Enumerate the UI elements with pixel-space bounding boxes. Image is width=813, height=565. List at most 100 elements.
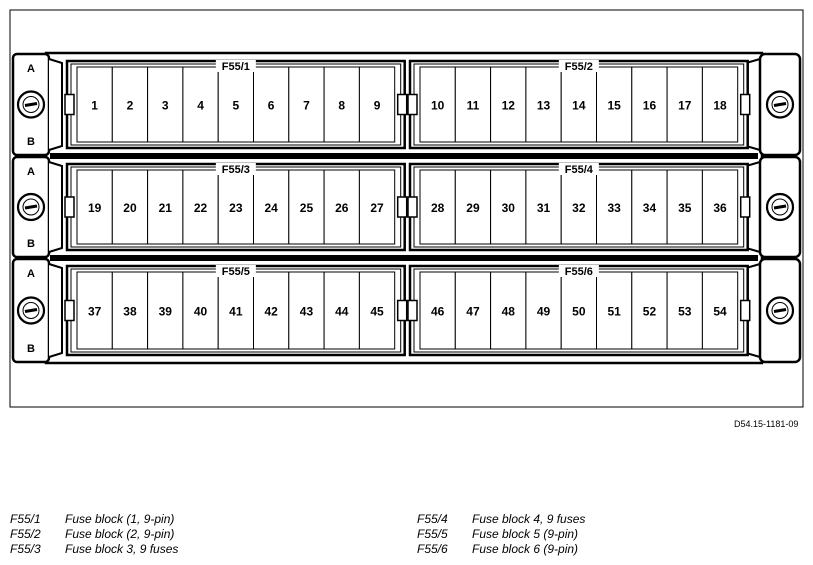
fuse	[666, 66, 703, 143]
fuse-cell: 47	[454, 271, 492, 350]
fuse-cell: 18	[701, 66, 739, 143]
fuse	[217, 66, 254, 143]
fuse-number: 32	[572, 201, 586, 215]
label-backdrop	[215, 163, 256, 175]
fuse-cell: 8	[323, 66, 360, 143]
fuse-number: 3	[162, 99, 169, 113]
fuse-cell: 35	[666, 169, 703, 245]
fuse-cell: 12	[490, 66, 527, 143]
fuse-cell: 22	[182, 169, 219, 245]
fuse-number: 12	[502, 99, 516, 113]
screw-slot	[773, 102, 787, 107]
fuse	[596, 169, 633, 245]
fuse-number: 26	[335, 201, 349, 215]
fuse-cell: 41	[217, 271, 254, 350]
fuse-number: 13	[537, 99, 551, 113]
fuse	[182, 169, 219, 245]
fuse	[525, 271, 562, 350]
fuse-number: 21	[159, 201, 173, 215]
fuse-number: 42	[264, 305, 278, 319]
legend-code: F55/3	[10, 542, 41, 556]
fuse-cell: 53	[666, 271, 703, 350]
fuse-cell: 31	[525, 169, 562, 245]
fuse-cell: 39	[147, 271, 184, 350]
fuse-number: 23	[229, 201, 243, 215]
fuse-cell: 30	[490, 169, 527, 245]
fuse	[454, 271, 492, 350]
fuse	[419, 271, 456, 350]
fuse	[111, 169, 149, 245]
fuse	[147, 271, 184, 350]
fuse-number: 38	[123, 305, 137, 319]
screw-icon	[765, 296, 795, 325]
label-backdrop	[558, 265, 599, 277]
fuse-block-label: F55/1	[222, 61, 250, 73]
fuse-number: 41	[229, 305, 243, 319]
reference-code: D54.15-1181-09	[734, 419, 799, 429]
fuse	[288, 169, 325, 245]
fuse-number: 29	[466, 201, 480, 215]
fuse	[666, 169, 703, 245]
fuse-cell: 17	[666, 66, 703, 143]
fuse-number: 48	[502, 305, 516, 319]
fuse-number: 54	[713, 305, 727, 319]
block-latch	[407, 196, 418, 218]
fuse-cell: 20	[111, 169, 149, 245]
fuse-number: 22	[194, 201, 208, 215]
fuse-number: 5	[233, 99, 240, 113]
screw-icon	[16, 192, 46, 222]
fuse-number: 15	[607, 99, 621, 113]
fuse	[701, 271, 739, 350]
fuse-cell: 1	[76, 66, 113, 143]
fuse-number: 7	[303, 99, 310, 113]
legend-text: Fuse block 3, 9 fuses	[65, 542, 179, 556]
fuse-cell: 49	[525, 271, 562, 350]
fuse-cell: 51	[596, 271, 633, 350]
right-end-cap	[745, 155, 802, 259]
block-latch	[739, 196, 751, 218]
fuse-cell: 21	[147, 169, 184, 245]
row-separator	[50, 153, 758, 159]
label-backdrop	[558, 60, 599, 72]
fuse-cell: 28	[419, 169, 456, 245]
fuse	[419, 169, 456, 245]
fuse-number: 43	[300, 305, 314, 319]
fuse	[701, 169, 739, 245]
fuse	[454, 169, 492, 245]
fuse	[631, 66, 668, 143]
fuse-number: 18	[713, 99, 727, 113]
fuse-cell: 6	[253, 66, 290, 143]
fuse	[253, 66, 290, 143]
fuse-cell: 29	[454, 169, 492, 245]
fuse-cell: 40	[182, 271, 219, 350]
fuse-cell: 25	[288, 169, 325, 245]
fuse-number: 31	[537, 201, 551, 215]
fuse-number: 25	[300, 201, 314, 215]
screw-slot	[773, 308, 787, 313]
side-label-b: B	[27, 136, 35, 148]
fuse-cell: 48	[490, 271, 527, 350]
fuse-number: 51	[607, 305, 621, 319]
fuse-block-label: F55/3	[222, 164, 250, 176]
fuse-cell: 9	[358, 66, 396, 143]
legend-text: Fuse block 6 (9-pin)	[472, 542, 579, 556]
fuse-number: 35	[678, 201, 692, 215]
fuse	[490, 169, 527, 245]
fuse-cell: 52	[631, 271, 668, 350]
fuse-cell: 34	[631, 169, 668, 245]
label-backdrop	[215, 265, 256, 277]
label-backdrop	[215, 60, 256, 72]
fuse	[358, 271, 396, 350]
fuse-cell: 16	[631, 66, 668, 143]
fuse	[490, 271, 527, 350]
fuse	[560, 66, 598, 143]
fuse-number: 36	[713, 201, 727, 215]
side-label-b: B	[27, 343, 35, 355]
